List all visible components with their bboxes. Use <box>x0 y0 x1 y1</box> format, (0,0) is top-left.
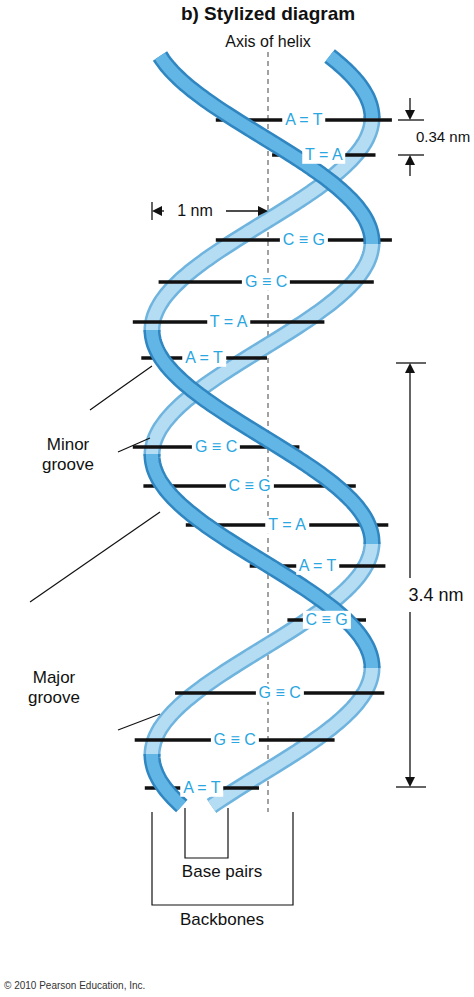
base-pair-label: G ≡ C <box>211 731 259 749</box>
base-pair-label: A = T <box>180 779 224 797</box>
backbone-ribbon <box>152 542 372 756</box>
diagram-label: Minor groove <box>28 435 108 474</box>
diagram-label: Backbones <box>180 910 264 930</box>
base-pair-label: T = A <box>207 313 251 331</box>
base-pair-label: C ≡ G <box>225 477 273 495</box>
backbone-front <box>152 56 372 806</box>
base-pair-label: T = A <box>265 516 309 534</box>
backbone-ribbon <box>330 56 372 118</box>
diagram-label: Base pairs <box>182 862 262 882</box>
backbone-back <box>152 116 372 806</box>
base-pair-label: T = A <box>302 146 346 164</box>
backbone-ribbon <box>330 56 372 118</box>
base-pair-label: C ≡ G <box>280 231 328 249</box>
diagram-label: 0.34 nm <box>416 128 470 145</box>
diagram-label: Major groove <box>6 668 102 707</box>
base-pair-label: A = T <box>296 557 340 575</box>
backbone-ribbon <box>152 330 372 544</box>
base-pair-label: G ≡ C <box>242 273 290 291</box>
diagram-label: Axis of helix <box>225 33 310 51</box>
dimension-1nm <box>152 202 268 220</box>
backbone-ribbon <box>152 542 372 756</box>
backbone-ribbon <box>212 666 373 806</box>
base-pair-bars <box>133 120 392 788</box>
backbone-ribbon <box>152 330 372 544</box>
base-pair-label: A = T <box>282 111 326 129</box>
copyright-caption: © 2010 Pearson Education, Inc. <box>4 980 145 992</box>
base-pair-label: G ≡ C <box>256 684 304 702</box>
base-pair-label: A = T <box>182 349 226 367</box>
diagram-title: b) Stylized diagram <box>181 3 355 25</box>
base-pair-label: C ≡ G <box>303 611 351 629</box>
bottom-brackets <box>152 808 293 905</box>
backbone-ribbon <box>152 116 372 332</box>
backbone-ribbon <box>212 666 373 806</box>
diagram-label: 3.4 nm <box>408 585 463 606</box>
backbone-ribbon <box>152 754 182 806</box>
base-pair-label: G ≡ C <box>192 438 240 456</box>
backbone-ribbon <box>152 116 372 332</box>
backbone-ribbon <box>152 754 182 806</box>
backbone-ribbon <box>160 56 372 244</box>
dimension-34 <box>396 363 426 787</box>
diagram-label: 1 nm <box>177 202 213 220</box>
backbone-ribbon <box>160 56 372 244</box>
